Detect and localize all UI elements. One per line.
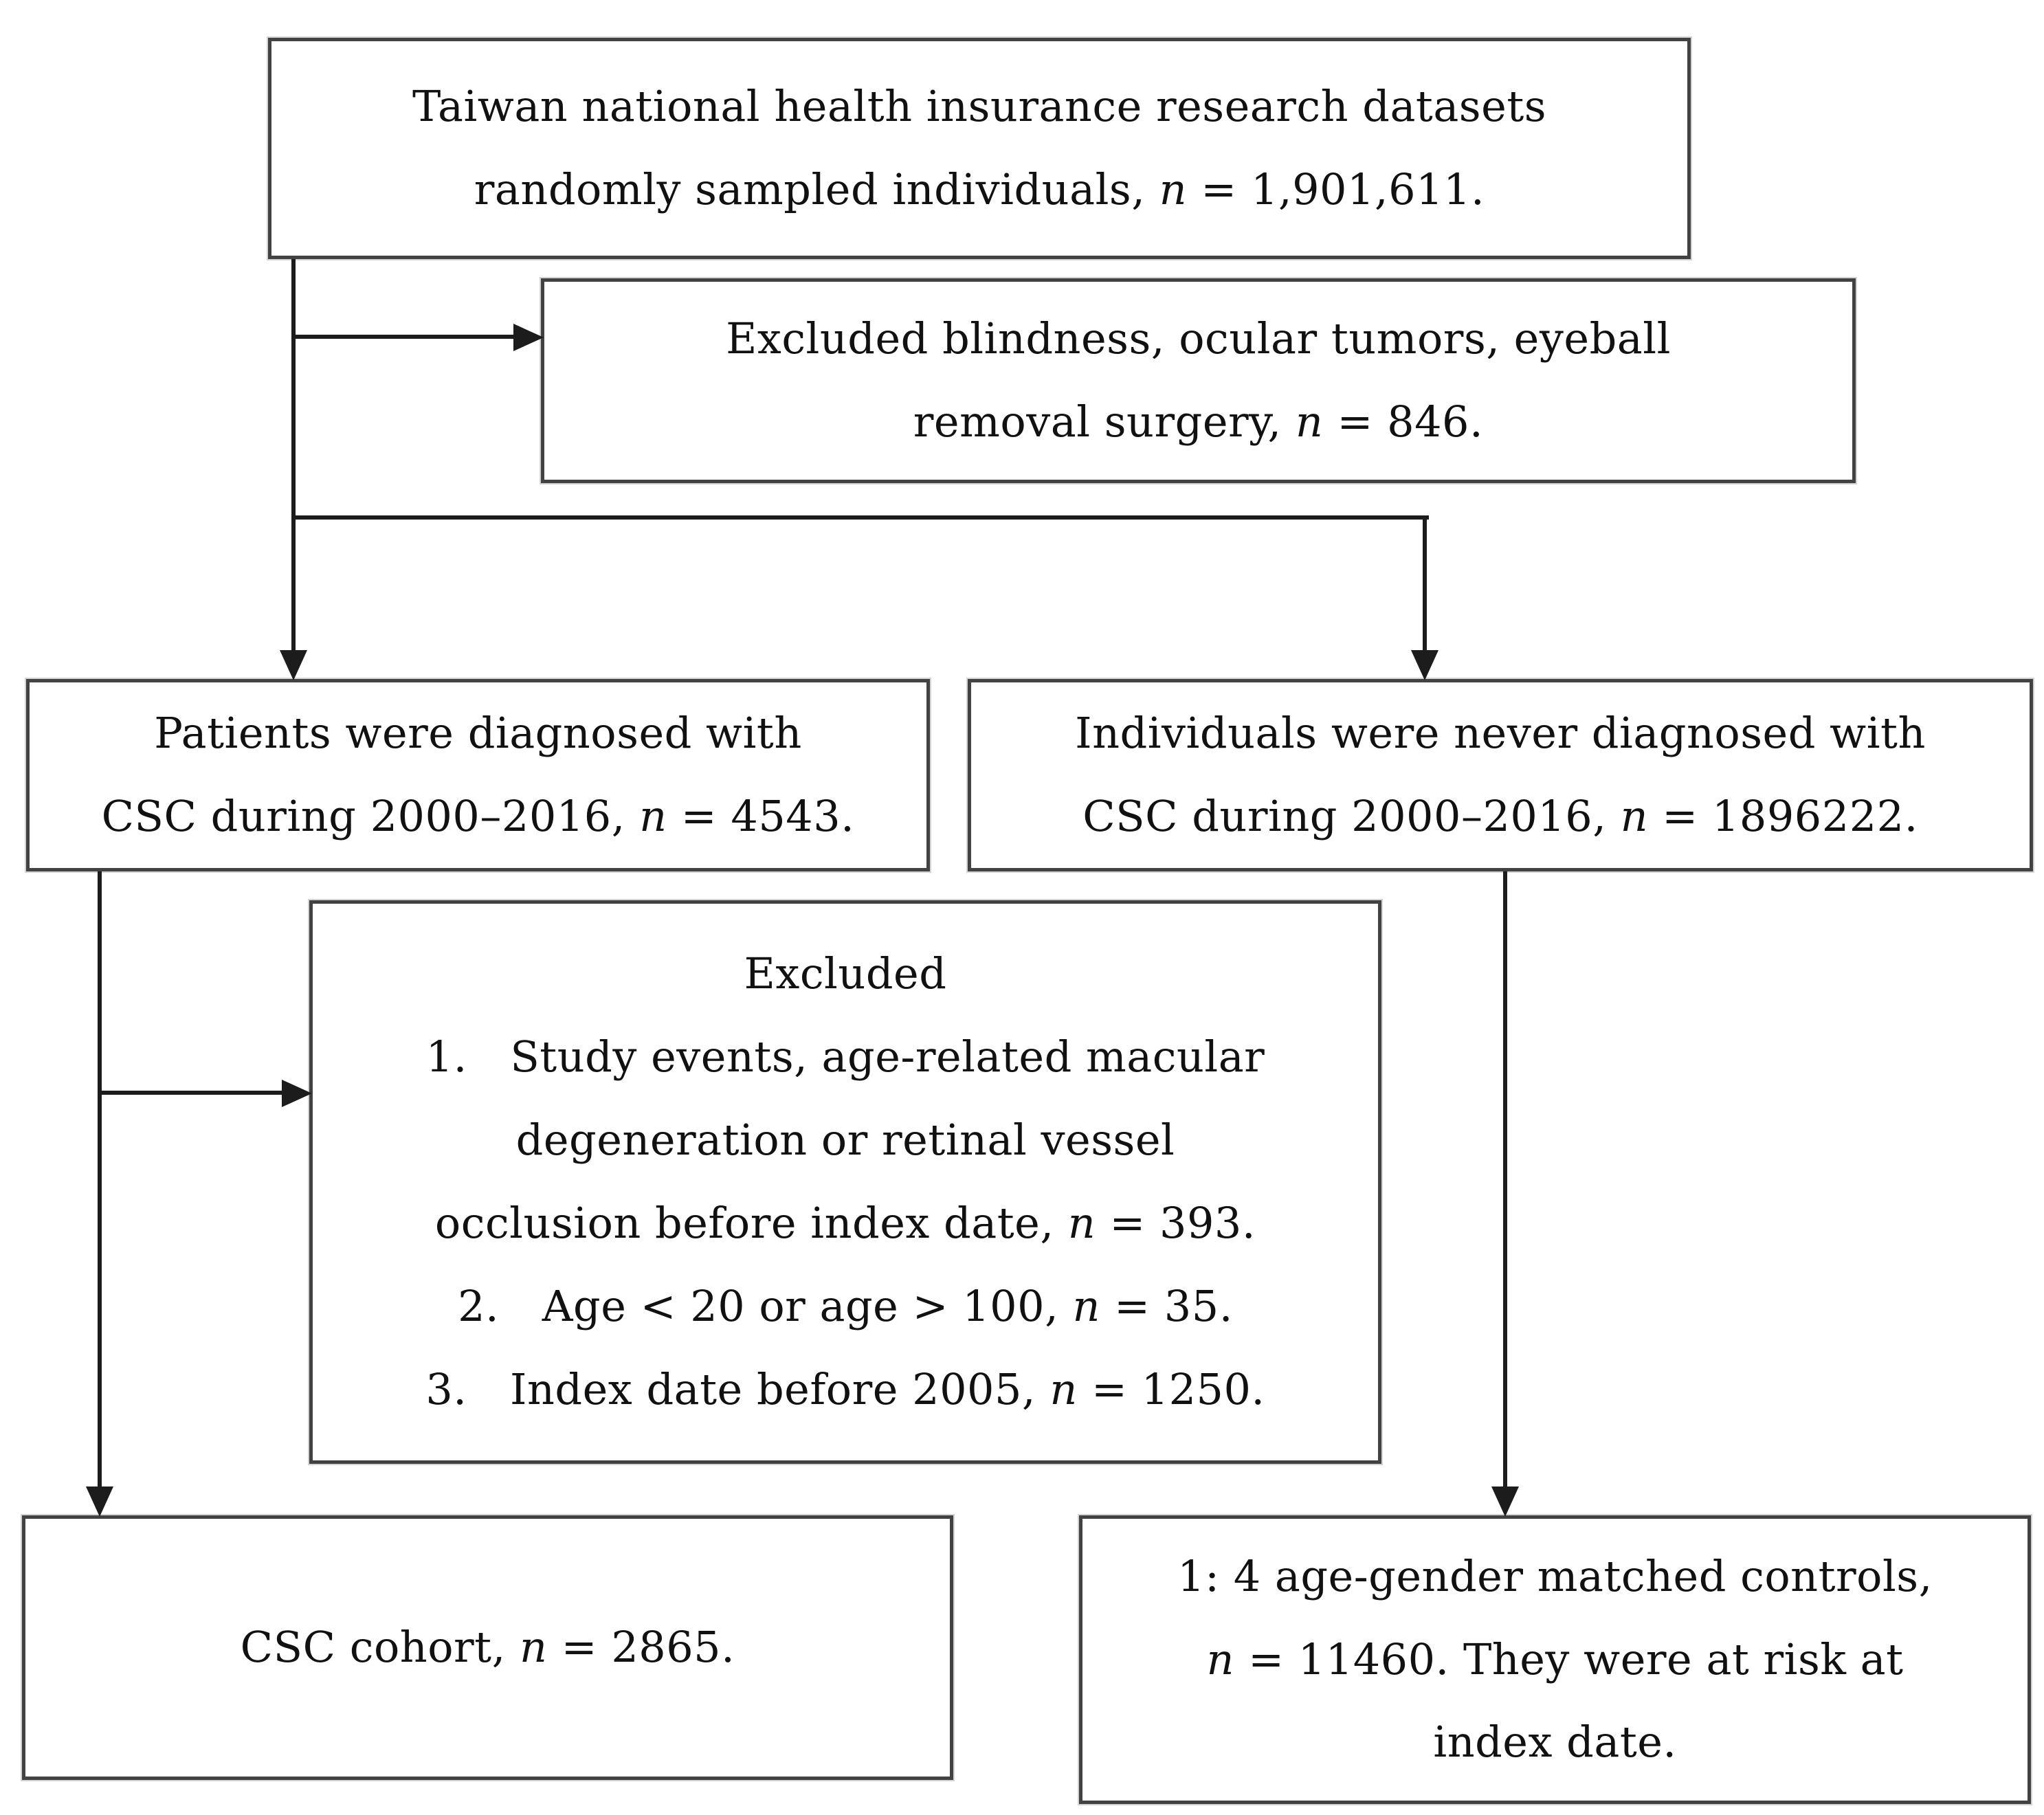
source-population-box: Taiwan national health insurance researc… (268, 38, 1691, 259)
text-line: n = 11460. They were at risk at (1206, 1634, 1904, 1684)
connector-branch-horizontal-line (293, 515, 1429, 520)
connector-branch-to-individuals-line (1423, 515, 1427, 652)
italic-n: n (1049, 1363, 1078, 1414)
italic-n: n (1206, 1634, 1234, 1684)
text-line: CSC cohort, n = 2865. (240, 1622, 735, 1673)
italic-n: n (1067, 1198, 1096, 1248)
text-line: degeneration or retinal vessel (515, 1115, 1175, 1166)
text-line: randomly sampled individuals, n = 1,901,… (474, 164, 1485, 214)
text-line: Individuals were never diagnosed with (1075, 708, 1926, 759)
text-line: occlusion before index date, n = 393. (434, 1198, 1256, 1248)
text-line: index date. (1433, 1717, 1677, 1768)
arrowhead-down-controls (1491, 1486, 1519, 1517)
italic-n: n (1620, 791, 1649, 841)
text-line: Excluded blindness, ocular tumors, eyeba… (726, 313, 1671, 364)
text-line: 1. Study events, age-related macular (425, 1032, 1265, 1082)
connector-patients-to-cohort-line (98, 871, 102, 1488)
text-line: 1: 4 age-gender matched controls, (1177, 1550, 1933, 1601)
text-line: 2. Age < 20 or age > 100, n = 35. (458, 1280, 1233, 1331)
text-line: Taiwan national health insurance researc… (412, 81, 1547, 132)
italic-n: n (520, 1622, 548, 1673)
arrowhead-down-individuals (1411, 650, 1438, 680)
text-line: removal surgery, n = 846. (913, 397, 1484, 447)
arrowhead-down-cohort (86, 1486, 113, 1517)
csc-cohort-box: CSC cohort, n = 2865. (22, 1515, 953, 1780)
exclusion-blindness-box: Excluded blindness, ocular tumors, eyeba… (541, 278, 1856, 483)
text-line: Patients were diagnosed with (154, 708, 802, 759)
italic-n: n (1072, 1280, 1100, 1331)
arrowhead-right-exclusion-blindness (513, 324, 544, 351)
italic-n: n (1295, 397, 1324, 447)
text-line: CSC during 2000–2016, n = 4543. (101, 791, 855, 841)
text-line: 3. Index date before 2005, n = 1250. (425, 1363, 1265, 1414)
text-line: Excluded (744, 948, 947, 999)
connector-to-exclusion-blindness-line (293, 335, 515, 339)
arrowhead-down-patients (280, 650, 307, 680)
matched-controls-box: 1: 4 age-gender matched controls, n = 114… (1079, 1515, 2031, 1804)
arrowhead-right-exclusion-criteria (282, 1080, 312, 1107)
italic-n: n (1159, 164, 1188, 214)
italic-n: n (639, 791, 667, 841)
connector-individuals-to-controls-line (1503, 871, 1507, 1488)
connector-source-to-patients-line (291, 259, 296, 652)
connector-to-exclusion-criteria-line (100, 1091, 283, 1095)
text-line: CSC during 2000–2016, n = 1896222. (1082, 791, 1918, 841)
exclusion-criteria-box: Excluded 1. Study events, age-related mac… (309, 900, 1381, 1464)
